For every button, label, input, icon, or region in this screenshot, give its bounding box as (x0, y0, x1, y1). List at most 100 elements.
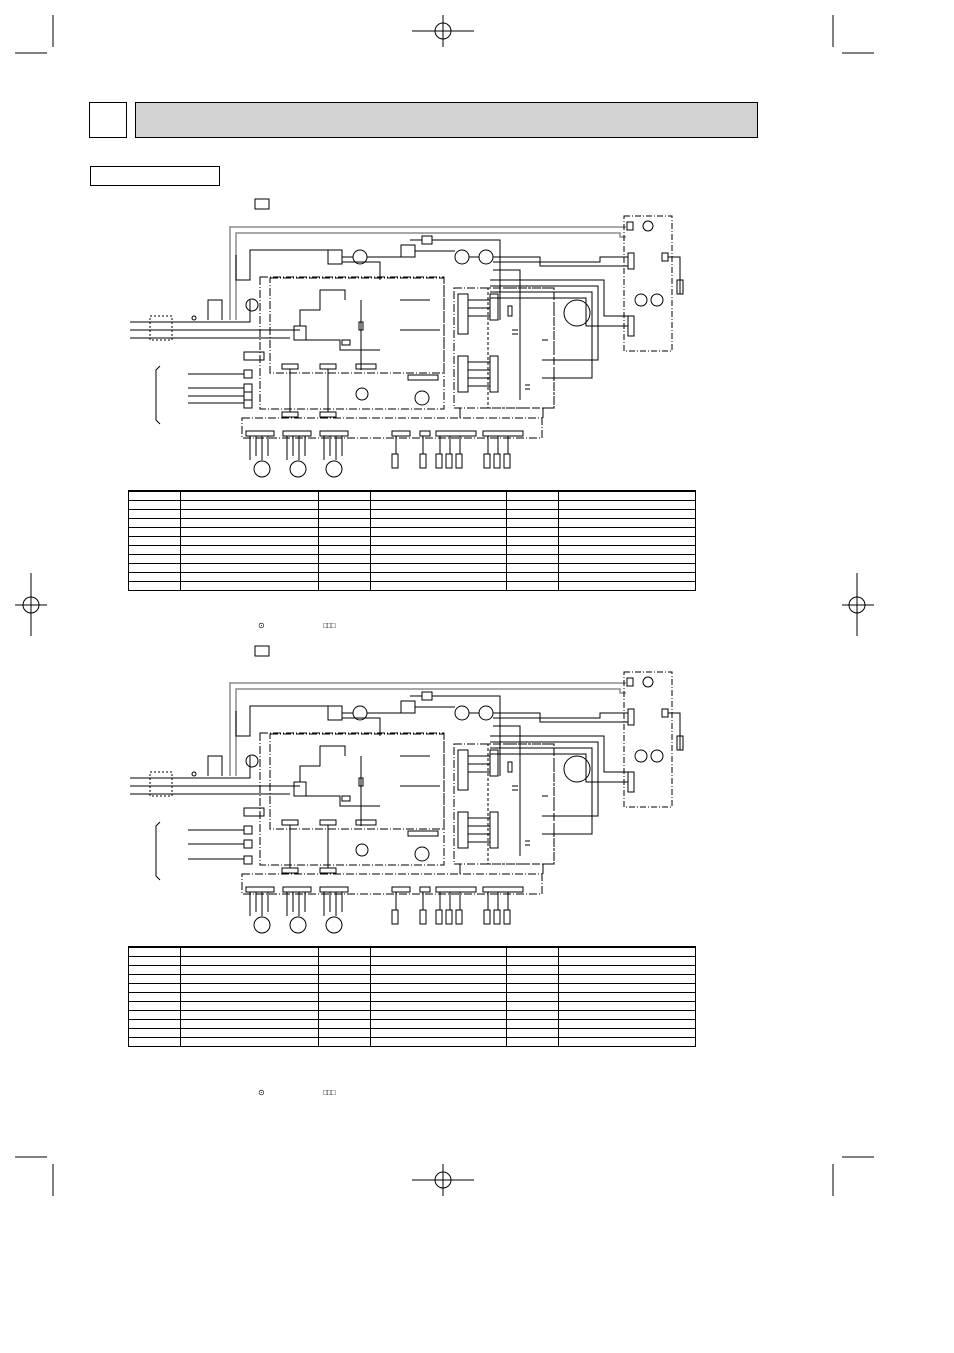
table-cell (128, 992, 181, 1002)
table-cell (558, 974, 696, 984)
table-row (128, 536, 696, 546)
crop-marks (15, 15, 874, 1196)
ground-symbol: ⊙ (258, 1088, 265, 1097)
table-cell (506, 554, 559, 564)
table-cell (180, 518, 319, 528)
table-cell (558, 1001, 696, 1011)
control-board-box (259, 732, 445, 866)
note-line-1: ⊙ □□□ (258, 621, 335, 630)
table-cell (128, 1019, 181, 1029)
table-cell (180, 490, 319, 501)
connector-symbol: □□□ (322, 1088, 335, 1097)
table-cell (318, 1019, 371, 1029)
table-cell (128, 965, 181, 975)
table-cell (180, 1037, 319, 1047)
table-cell (558, 536, 696, 546)
table-cell (370, 983, 507, 993)
table-cell (180, 1001, 319, 1011)
parts-table-body (128, 490, 696, 591)
table-cell (180, 1028, 319, 1038)
table-cell (318, 974, 371, 984)
note-line-2: ⊙ □□□ (258, 1088, 335, 1097)
wiring-diagram-2 (130, 645, 684, 934)
power-board-box (453, 743, 555, 865)
table-cell (506, 536, 559, 546)
section-title (136, 103, 144, 121)
section-number (90, 103, 98, 121)
wiring-diagram-1 (130, 198, 684, 478)
table-cell (318, 490, 371, 501)
table-cell (558, 1019, 696, 1029)
table-cell (180, 992, 319, 1002)
parts-table-2 (128, 946, 696, 1047)
registration-mark-bottom (412, 1164, 474, 1196)
table-cell (180, 983, 319, 993)
table-cell (506, 545, 559, 555)
registration-mark-left (15, 573, 47, 636)
table-cell (128, 527, 181, 537)
table-cell (318, 983, 371, 993)
table-cell (506, 1037, 559, 1047)
table-cell (370, 965, 507, 975)
table-cell (180, 965, 319, 975)
ground-symbol: ⊙ (258, 621, 265, 630)
table-cell (128, 490, 181, 501)
table-cell (558, 563, 696, 573)
table-row (128, 527, 696, 537)
table-cell (318, 554, 371, 564)
table-cell (370, 1001, 507, 1011)
table-cell (370, 1019, 507, 1029)
table-cell (370, 536, 507, 546)
table-row (128, 518, 696, 528)
table-cell (128, 536, 181, 546)
table-cell (128, 509, 181, 519)
table-cell (370, 1010, 507, 1020)
diagram-label-box (254, 645, 270, 657)
table-row (128, 992, 696, 1002)
table-cell (370, 518, 507, 528)
table-cell (318, 965, 371, 975)
sensor-unit-box (623, 215, 673, 352)
table-cell (506, 500, 559, 510)
table-cell (506, 581, 559, 591)
table-cell (180, 545, 319, 555)
table-row (128, 545, 696, 555)
table-cell (180, 581, 319, 591)
table-cell (558, 554, 696, 564)
table-cell (128, 1001, 181, 1011)
table-cell (506, 1028, 559, 1038)
table-row (128, 965, 696, 975)
table-cell (128, 1010, 181, 1020)
table-cell (506, 965, 559, 975)
table-cell (128, 518, 181, 528)
table-cell (180, 572, 319, 582)
table-cell (506, 992, 559, 1002)
diagram-label-box (254, 198, 270, 210)
table-cell (558, 490, 696, 501)
table-cell (506, 974, 559, 984)
table-cell (370, 500, 507, 510)
table-row (128, 946, 696, 957)
table-cell (180, 1019, 319, 1029)
table-cell (506, 572, 559, 582)
section-number-box (89, 102, 127, 138)
table-cell (180, 974, 319, 984)
subsection-title-box (90, 166, 220, 186)
table-cell (506, 983, 559, 993)
table-cell (318, 1037, 371, 1047)
table-cell (506, 956, 559, 966)
table-cell (506, 1010, 559, 1020)
terminal-block (149, 771, 173, 797)
table-cell (318, 1001, 371, 1011)
table-cell (558, 581, 696, 591)
table-cell (318, 992, 371, 1002)
table-cell (318, 563, 371, 573)
connector-symbol: □□□ (322, 621, 335, 630)
table-cell (558, 992, 696, 1002)
table-cell (370, 490, 507, 501)
table-cell (318, 581, 371, 591)
table-cell (506, 527, 559, 537)
table-cell (180, 956, 319, 966)
table-row (128, 563, 696, 573)
